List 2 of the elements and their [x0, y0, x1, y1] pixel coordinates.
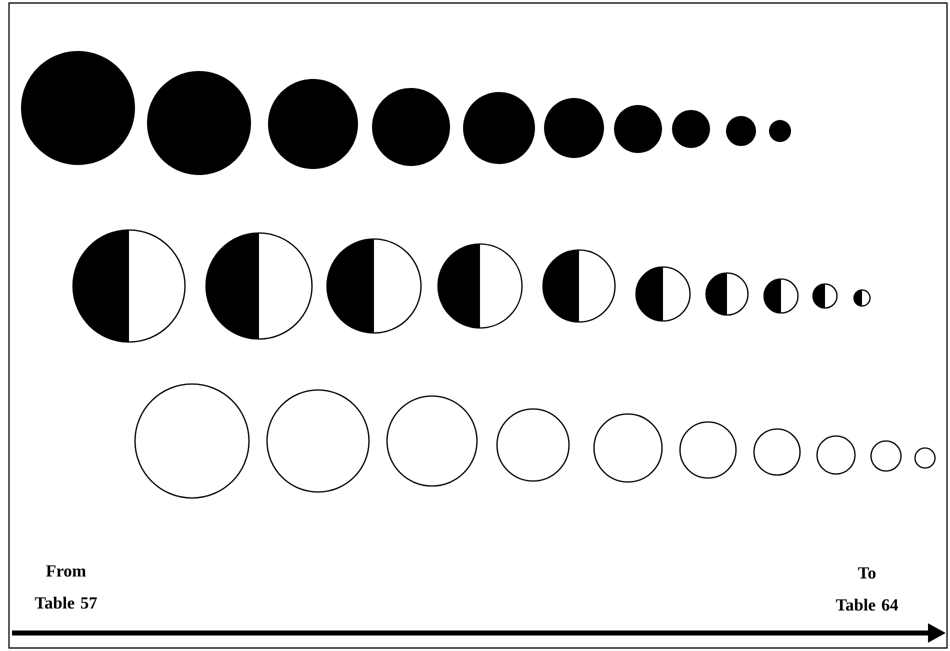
arrow-label: To Table 64	[836, 567, 898, 611]
arrow-label: From Table 57	[34, 565, 97, 609]
